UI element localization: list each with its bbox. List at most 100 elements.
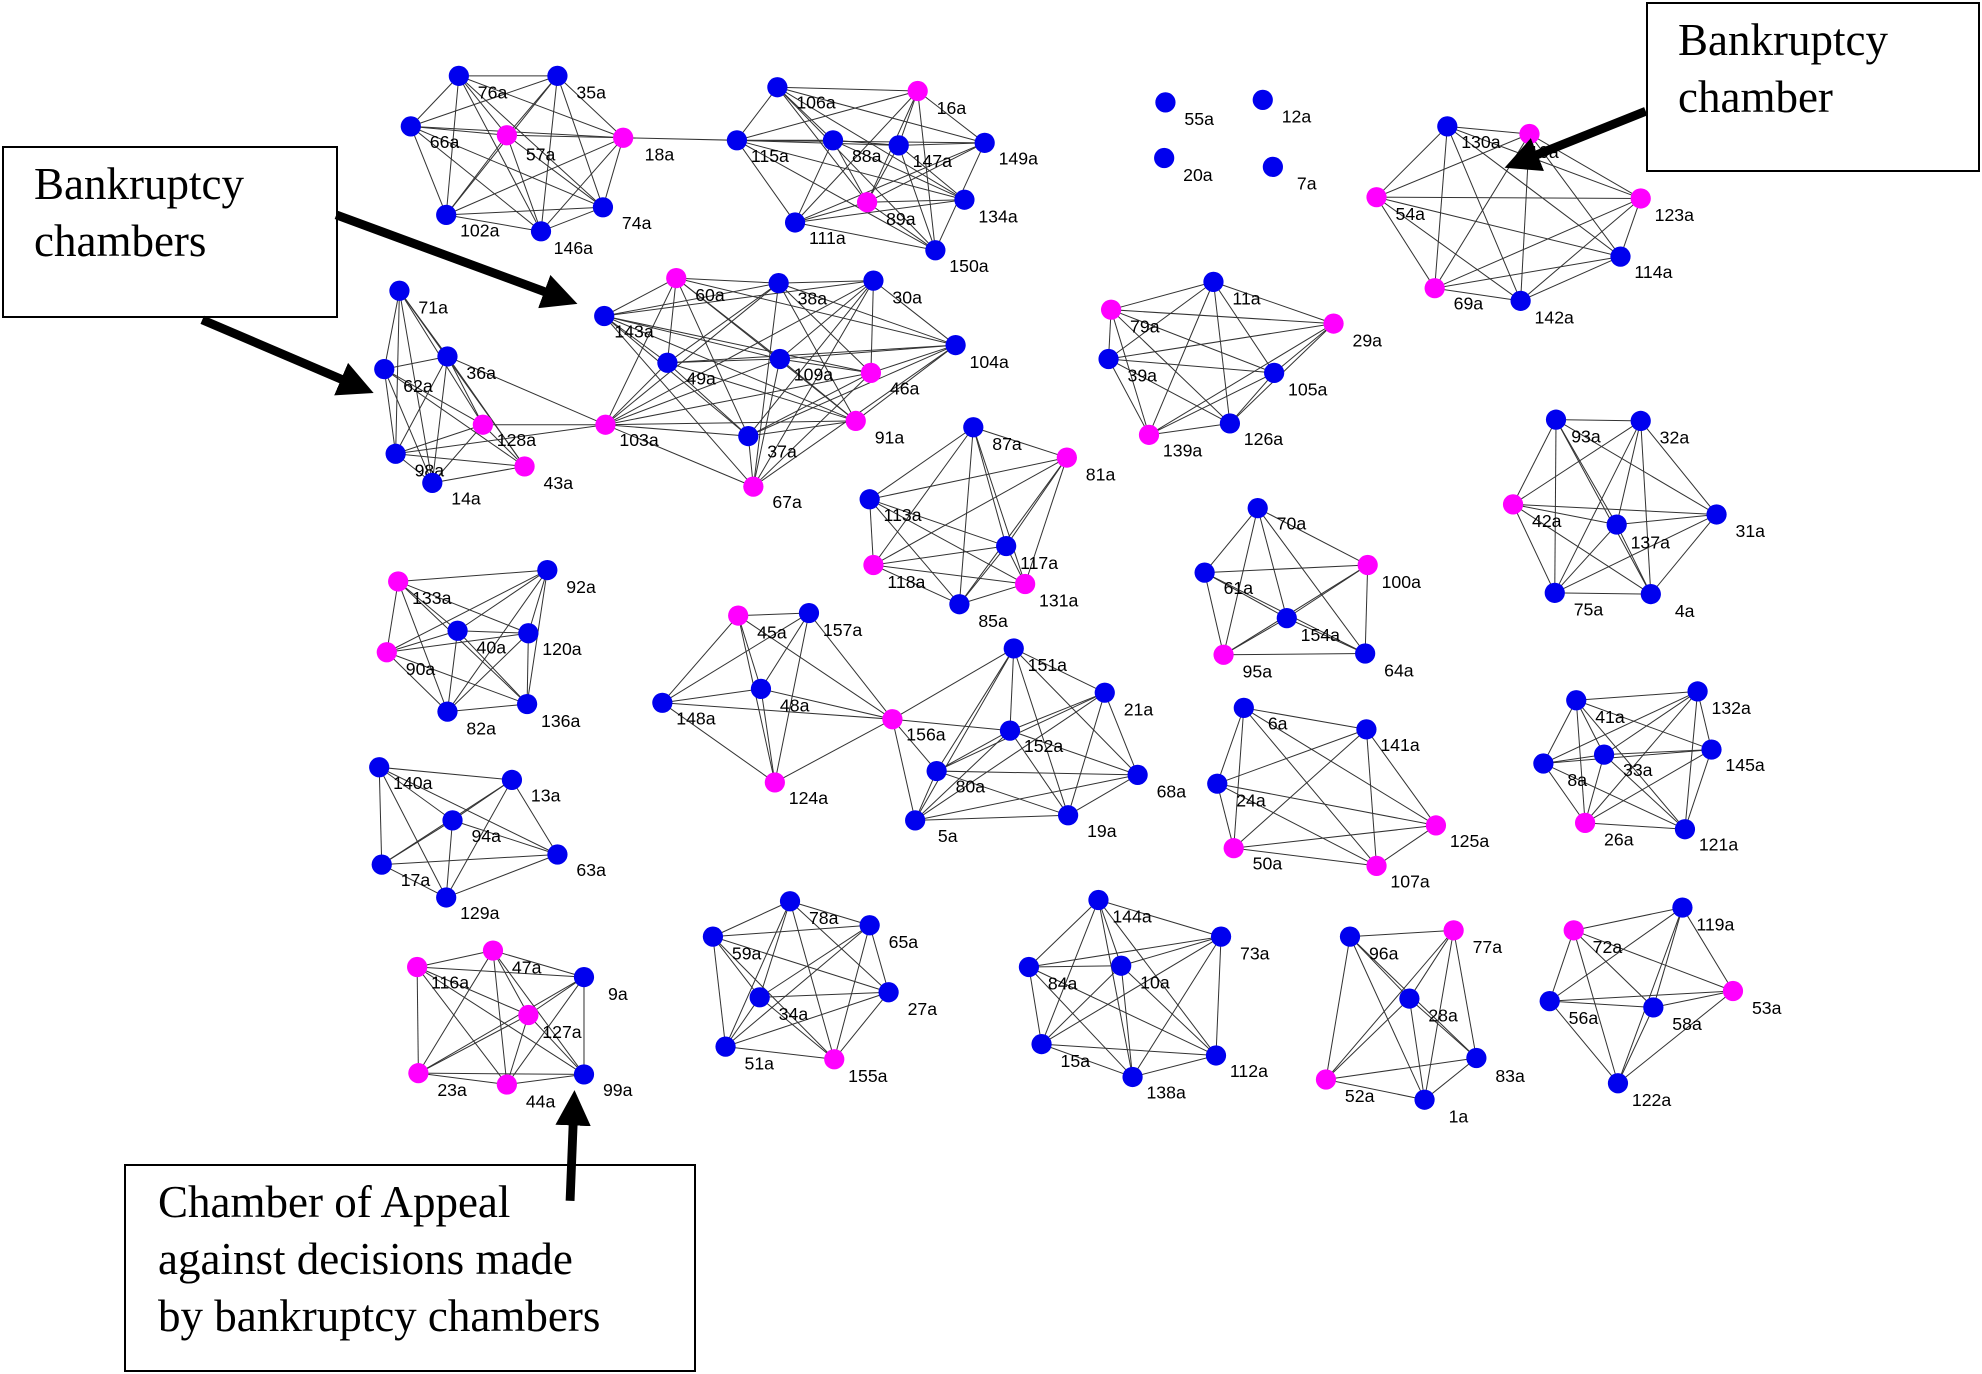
node-circle bbox=[949, 594, 970, 615]
node-30a: 30a bbox=[863, 270, 922, 307]
node-circle bbox=[374, 358, 395, 380]
node-circle bbox=[573, 1064, 595, 1085]
node-85a: 85a bbox=[949, 594, 1008, 631]
node-circle bbox=[1233, 697, 1254, 718]
node-36a: 36a bbox=[437, 346, 496, 383]
node-58a: 58a bbox=[1643, 997, 1702, 1034]
node-68a: 68a bbox=[1127, 764, 1187, 802]
edge-77a-83a bbox=[1453, 930, 1477, 1059]
node-circle bbox=[1315, 1069, 1337, 1090]
edge-54a-123a bbox=[1376, 196, 1641, 199]
edge-42a-137a bbox=[1512, 503, 1617, 526]
node-45a: 45a bbox=[728, 605, 787, 642]
node-56a: 56a bbox=[1539, 990, 1598, 1028]
edge-92a-40a bbox=[457, 569, 548, 632]
node-label: 8a bbox=[1567, 770, 1587, 790]
edge-152a-80a bbox=[936, 730, 1011, 772]
node-circle bbox=[369, 757, 390, 778]
edge-70a-64a bbox=[1257, 507, 1366, 654]
node-circle bbox=[1607, 1073, 1629, 1094]
edge-123a-114a bbox=[1620, 198, 1642, 257]
node-label: 17a bbox=[401, 870, 431, 890]
edge-116a-44a bbox=[416, 966, 508, 1085]
node-label: 84a bbox=[1048, 974, 1078, 994]
node-label: 50a bbox=[1253, 854, 1283, 874]
node-circle bbox=[1544, 582, 1565, 603]
node-91a: 91a bbox=[845, 410, 904, 448]
node-122a: 122a bbox=[1607, 1073, 1671, 1110]
node-circle bbox=[1098, 348, 1119, 370]
node-circle bbox=[845, 410, 866, 432]
node-73a: 73a bbox=[1210, 926, 1270, 963]
edge-143a-46a bbox=[604, 315, 872, 374]
edge-96a-28a bbox=[1349, 936, 1410, 999]
edge-105a-139a bbox=[1148, 372, 1275, 436]
node-148a: 148a bbox=[652, 692, 716, 728]
node-circle bbox=[501, 769, 523, 791]
node-circle bbox=[496, 125, 517, 146]
edge-109a-46a bbox=[779, 358, 871, 374]
node-label: 112a bbox=[1230, 1061, 1268, 1081]
node-label: 23a bbox=[437, 1080, 467, 1100]
node-label: 53a bbox=[1752, 998, 1782, 1018]
edge-149a-111a bbox=[794, 142, 985, 223]
edge-35a-146a bbox=[540, 75, 558, 232]
callout-line: chambers bbox=[34, 216, 207, 266]
node-44a: 44a bbox=[496, 1074, 556, 1111]
edge-45a-156a bbox=[737, 615, 893, 720]
edge-26a-121a bbox=[1585, 822, 1685, 830]
edge-106a-115a bbox=[736, 86, 778, 141]
node-14a: 14a bbox=[422, 472, 481, 508]
node-label: 42a bbox=[1532, 511, 1562, 531]
node-label: 10a bbox=[1140, 972, 1170, 992]
edge-154a-95a bbox=[1223, 617, 1288, 656]
edge-65a-51a bbox=[725, 924, 870, 1048]
node-circle bbox=[1687, 681, 1708, 702]
node-label: 104a bbox=[970, 352, 1010, 372]
edge-88a-134a bbox=[832, 139, 965, 201]
node-circle bbox=[666, 267, 687, 289]
node-63a: 63a bbox=[547, 844, 606, 880]
edge-75a-4a bbox=[1554, 592, 1651, 595]
node-114a: 114a bbox=[1610, 246, 1673, 282]
node-circle bbox=[769, 348, 791, 370]
edge-104a-49a bbox=[667, 344, 956, 364]
node-134a: 134a bbox=[954, 189, 1018, 226]
edge-78a-34a bbox=[759, 901, 791, 998]
edge-78a-155a bbox=[789, 901, 835, 1060]
edge-30a-109a bbox=[779, 280, 874, 360]
edge-81a-85a bbox=[958, 457, 1068, 605]
node-74a: 74a bbox=[592, 197, 652, 233]
edge-73a-138a bbox=[1132, 936, 1222, 1078]
edge-140a-63a bbox=[378, 766, 558, 855]
edge-80a-68a bbox=[936, 770, 1138, 776]
node-125a: 125a bbox=[1425, 815, 1489, 851]
node-label: 74a bbox=[622, 213, 652, 233]
edge-41a-121a bbox=[1575, 699, 1686, 830]
node-127a: 127a bbox=[518, 1004, 582, 1042]
node-label: 116a bbox=[431, 972, 469, 992]
node-label: 68a bbox=[1157, 782, 1187, 802]
edge-81a-117a bbox=[1005, 457, 1068, 547]
edge-21a-152a bbox=[1009, 692, 1105, 732]
edge-112a-138a bbox=[1132, 1054, 1217, 1078]
edge-115a-150a bbox=[736, 139, 936, 251]
edge-53a-56a bbox=[1549, 990, 1734, 1002]
node-circle bbox=[1610, 246, 1631, 267]
node-113a: 113a bbox=[859, 489, 922, 525]
node-75a: 75a bbox=[1544, 582, 1603, 620]
edge-78a-27a bbox=[789, 900, 889, 993]
node-circle bbox=[1606, 514, 1627, 535]
edge-89a-134a bbox=[867, 199, 965, 203]
edge-134a-111a bbox=[795, 199, 965, 223]
node-label: 132a bbox=[1711, 698, 1751, 718]
edge-11a-29a bbox=[1213, 281, 1334, 325]
node-circle bbox=[657, 352, 678, 373]
edge-103a-91a bbox=[605, 420, 856, 426]
node-label: 14a bbox=[451, 488, 481, 508]
edge-115a-134a bbox=[736, 139, 965, 201]
edge-115a-111a bbox=[736, 140, 796, 223]
node-label: 114a bbox=[1634, 262, 1672, 282]
node-label: 120a bbox=[542, 639, 582, 659]
